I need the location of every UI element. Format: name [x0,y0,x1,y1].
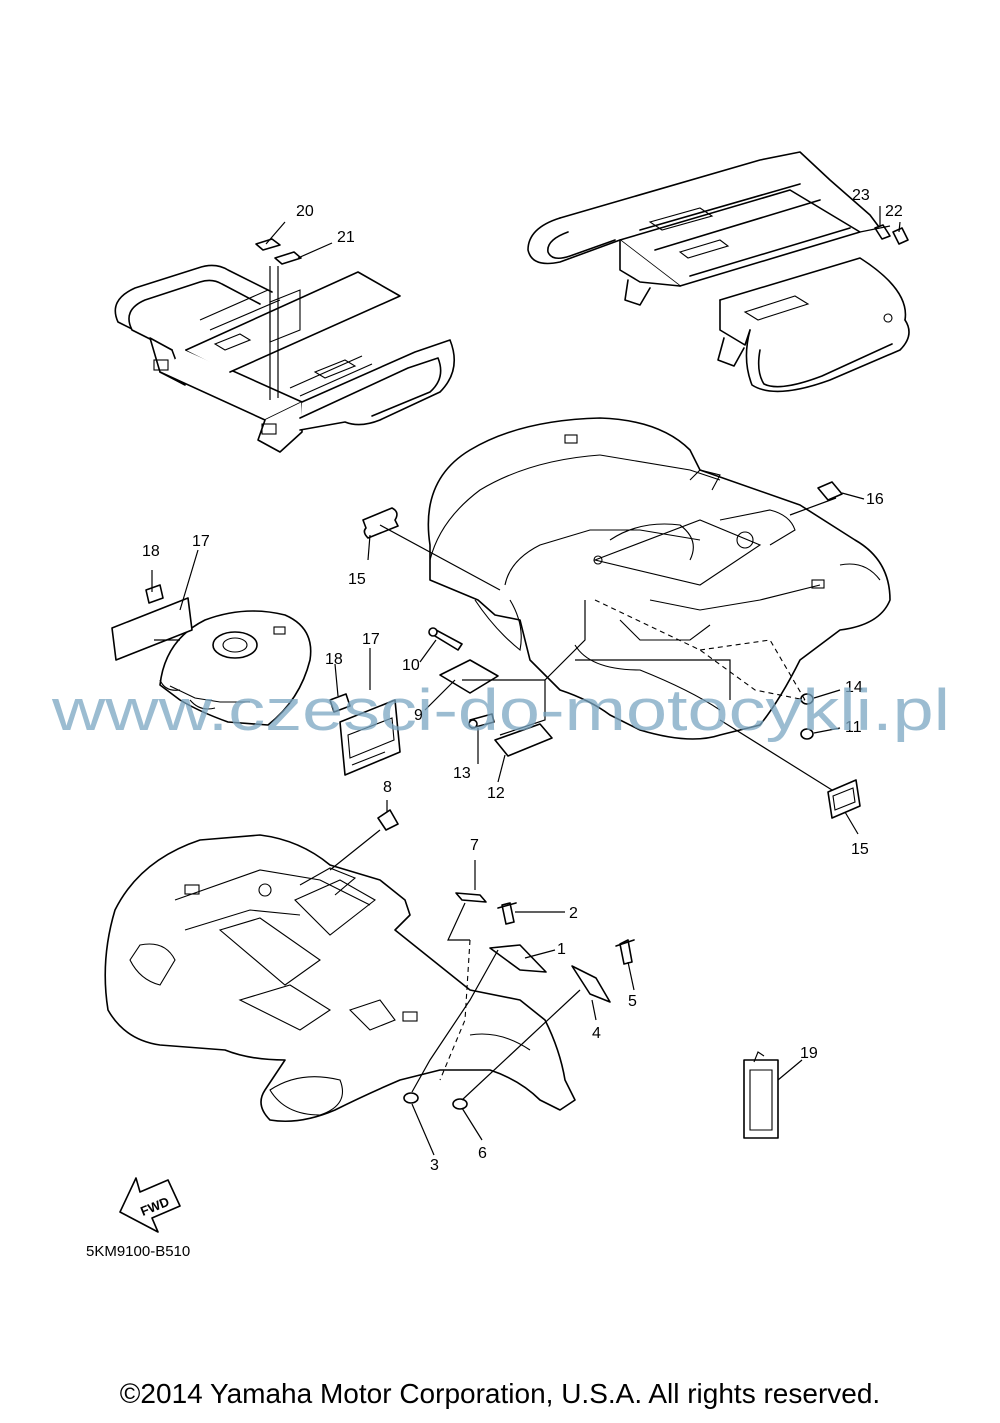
callout-21: 21 [337,229,355,246]
callout-9: 9 [414,707,423,724]
callout-6: 6 [478,1145,487,1162]
fwd-arrow: FWD [119,1177,181,1233]
callout-2: 2 [569,905,578,922]
callout-20: 20 [296,203,314,220]
copyright-notice: ©2014 Yamaha Motor Corporation, U.S.A. A… [119,1378,881,1409]
callout-22: 22 [885,203,903,220]
callout-12: 12 [487,785,505,802]
callout-17: 17 [362,631,380,648]
callout-4: 4 [592,1025,601,1042]
callout-23: 23 [852,187,870,204]
callout-15: 15 [851,841,869,858]
drawing-code: 5KM9100-B510 [86,1243,190,1260]
leader-lines [151,206,901,1156]
callout-15: 15 [348,571,366,588]
callout-1: 1 [557,941,566,958]
front-carrier-rack [114,264,456,453]
callout-14: 14 [845,679,863,696]
callout-5: 5 [628,993,637,1010]
tank-cover [159,610,312,726]
callout-17: 17 [192,533,210,550]
callout-19: 19 [800,1045,818,1062]
rear-carrier-rack [527,151,910,393]
watermark: www.czesci-do-motocykli.pl [51,678,950,743]
callout-3: 3 [430,1157,439,1174]
callout-16: 16 [866,491,884,508]
small-parts [111,224,909,1139]
callout-18: 18 [142,543,160,560]
callout-7: 7 [470,837,479,854]
front-fender [104,834,576,1123]
callout-numbers: 20 21 23 22 16 15 18 17 17 18 10 9 13 12… [142,187,903,1174]
callout-13: 13 [453,765,471,782]
callout-11: 11 [845,719,862,736]
callout-8: 8 [383,779,392,796]
callout-18: 18 [325,651,343,668]
rear-fender [427,417,891,740]
callout-10: 10 [402,657,420,674]
emblem [339,699,401,776]
